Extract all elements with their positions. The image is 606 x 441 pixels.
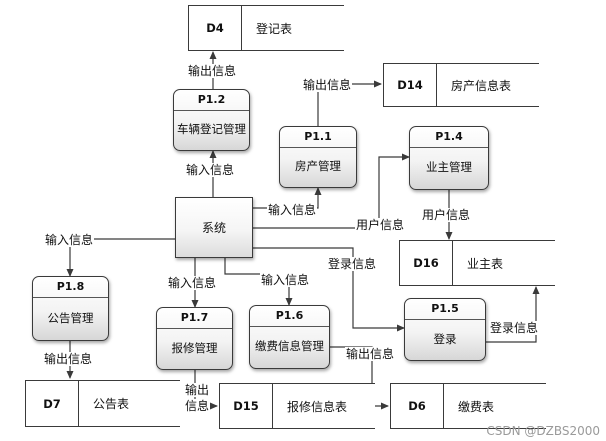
process-p1-4: P1.4 业主管理 <box>409 126 489 190</box>
flow-label-login: 登录信息 <box>327 257 378 271</box>
store-id: D7 <box>26 381 79 426</box>
process-p1-6: P1.6 缴费信息管理 <box>249 305 330 369</box>
watermark: CSDN @DZBS2000 <box>486 424 600 438</box>
store-id: D16 <box>400 241 453 285</box>
store-name: 报修信息表 <box>287 399 348 414</box>
flow-system-to-p1-4 <box>253 153 410 229</box>
process-id: P1.1 <box>280 127 356 148</box>
data-store-d14: D14 房产信息表 <box>383 63 539 107</box>
process-name: 报修管理 <box>171 340 218 355</box>
process-name: 登录 <box>433 331 457 346</box>
flow-label-in-p1-8: 输入信息 <box>44 233 95 247</box>
process-id: P1.7 <box>157 308 232 329</box>
flow-label-login-2: 登录信息 <box>489 321 540 335</box>
process-id: P1.6 <box>250 306 329 327</box>
store-id: D14 <box>384 64 437 106</box>
process-id: P1.5 <box>405 299 485 320</box>
system-entity: 系统 <box>175 197 253 258</box>
flow-label-out-d7: 输出信息 <box>43 352 94 366</box>
store-id: D6 <box>391 384 444 428</box>
flow-label-user-info-1: 用户信息 <box>355 218 406 232</box>
flow-label-out-d15-line2: 信息 <box>184 399 211 413</box>
process-name: 车辆登记管理 <box>177 122 246 136</box>
flow-label-in-p1-6: 输入信息 <box>260 273 311 287</box>
process-p1-1: P1.1 房产管理 <box>279 126 357 188</box>
store-name: 业主表 <box>467 256 504 271</box>
flow-label-in-p1-2: 输入信息 <box>185 163 236 177</box>
flow-label-in-p1-7: 输入信息 <box>167 276 218 290</box>
process-name: 公告管理 <box>47 310 94 325</box>
flow-label-user-info-2: 用户信息 <box>421 208 472 222</box>
process-name: 业主管理 <box>426 160 472 174</box>
flow-system-to-p1-5 <box>253 247 405 332</box>
process-p1-7: P1.7 报修管理 <box>156 307 233 370</box>
data-store-d4: D4 登记表 <box>188 5 344 51</box>
flow-label-out-d6: 输出信息 <box>345 347 396 361</box>
flow-label-in-p1-1: 输入信息 <box>267 203 318 217</box>
process-p1-2: P1.2 车辆登记管理 <box>173 89 250 151</box>
data-store-d16: D16 业主表 <box>399 240 555 286</box>
store-name: 房产信息表 <box>451 78 512 93</box>
process-name: 房产管理 <box>295 159 341 173</box>
flow-p1-5-to-d16 <box>486 286 540 343</box>
flow-label-out-d15-line1: 输出 <box>184 383 211 397</box>
flow-label-out-d14: 输出信息 <box>302 78 353 92</box>
process-p1-5: P1.5 登录 <box>404 298 486 361</box>
data-store-d15: D15 报修信息表 <box>219 383 375 429</box>
process-id: P1.8 <box>33 277 108 298</box>
system-label: 系统 <box>201 221 226 235</box>
flow-system-to-p1-6 <box>224 258 293 306</box>
store-name: 登记表 <box>256 21 293 36</box>
store-name: 缴费表 <box>458 399 495 414</box>
process-id: P1.4 <box>410 127 488 148</box>
process-id: P1.2 <box>174 90 249 111</box>
process-p1-8: P1.8 公告管理 <box>32 276 109 341</box>
data-store-d7: D7 公告表 <box>25 380 180 427</box>
store-id: D15 <box>220 384 273 428</box>
store-id: D4 <box>189 6 242 50</box>
flow-label-out-d4: 输出信息 <box>187 64 238 78</box>
store-name: 公告表 <box>93 397 130 411</box>
data-store-d6: D6 缴费表 <box>390 383 546 429</box>
process-name: 缴费信息管理 <box>255 339 324 353</box>
